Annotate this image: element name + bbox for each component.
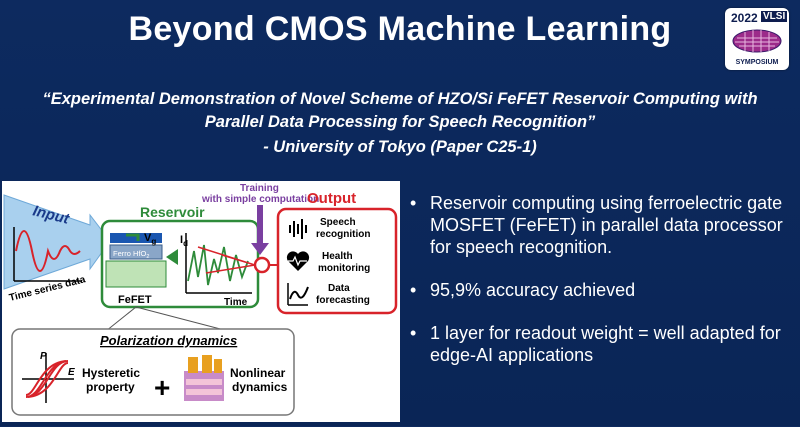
sound-wave-icon	[289, 219, 307, 239]
output-3-line-2: forecasting	[316, 295, 370, 306]
output-2-line-2: monitoring	[318, 263, 370, 274]
bullet-marker: •	[410, 193, 417, 213]
paper-title: “Experimental Demonstration of Novel Sch…	[0, 88, 800, 134]
hysteretic-line-1: Hysteretic	[82, 366, 140, 380]
vg-arrow	[126, 233, 140, 241]
training-arrow-shaft	[257, 205, 263, 243]
training-label: Training	[240, 183, 279, 194]
plus-sign: +	[154, 372, 170, 403]
trend-graph-icon	[287, 283, 309, 306]
gate-electrode	[110, 233, 162, 243]
bullet-text: Reservoir computing using ferroelectric …	[430, 193, 783, 257]
polarization-title: Polarization dynamics	[100, 333, 237, 348]
bullet-item: • 95,9% accuracy achieved	[408, 279, 793, 301]
nonlinear-line-2: dynamics	[232, 380, 288, 394]
time-label: Time	[224, 297, 248, 308]
id-label: Id	[180, 234, 188, 248]
fefet-label: FeFET	[118, 294, 152, 306]
hysteretic-line-2: property	[86, 380, 135, 394]
reservoir-inner-arrow	[166, 249, 178, 265]
affiliation: - University of Tokyo (Paper C25-1)	[263, 138, 537, 156]
output-3-line-1: Data	[328, 283, 350, 294]
bullet-text: 1 layer for readout weight = well adapte…	[430, 323, 781, 365]
vg-label: Vg	[144, 232, 156, 246]
callout-lines	[105, 306, 229, 332]
bullet-text: 95,9% accuracy achieved	[430, 280, 636, 300]
e-label: E	[68, 367, 75, 378]
nonlinear-line-1: Nonlinear	[230, 366, 286, 380]
reservoir-label: Reservoir	[140, 204, 205, 220]
readout-weights	[197, 246, 256, 274]
output-2-line-1: Health	[322, 251, 353, 262]
paper-title-line-1: “Experimental Demonstration of Novel Sch…	[42, 90, 758, 108]
logo-brand: VLSI	[761, 11, 788, 22]
bullet-item: • Reservoir computing using ferroelectri…	[408, 192, 793, 258]
logo-caption: SYMPOSIUM	[735, 59, 779, 66]
ferro-label: Ferro HfO2	[113, 249, 149, 260]
bullet-marker: •	[410, 280, 417, 300]
paper-title-line-2: Parallel Data Processing for Speech Reco…	[204, 113, 596, 131]
bullet-item: • 1 layer for readout weight = well adap…	[408, 322, 793, 366]
output-1-line-2: recognition	[316, 229, 370, 240]
training-sub-label: with simple computation	[201, 194, 319, 205]
slide-title: Beyond CMOS Machine Learning	[128, 10, 672, 48]
bullet-marker: •	[410, 323, 417, 343]
p-label: P	[40, 351, 47, 362]
readout-node	[253, 256, 271, 274]
output-1-line-1: Speech	[320, 217, 356, 228]
reservoir-figure: Input Time series data Reservoir Ferro H…	[2, 181, 400, 422]
crystal-domain-icon	[184, 355, 224, 401]
logo-wafer-icon	[732, 29, 782, 53]
hysteresis-loop-icon	[22, 353, 74, 403]
output-label: Output	[307, 190, 356, 207]
bullet-list: • Reservoir computing using ferroelectri…	[408, 192, 793, 387]
vlsi-logo: 2022 VLSI SYMPOSIUM	[725, 8, 789, 70]
input-wave	[15, 230, 81, 272]
ferro-layer	[109, 244, 163, 260]
logo-year: 2022	[731, 11, 758, 25]
heart-pulse-icon	[286, 251, 310, 271]
substrate	[105, 260, 167, 288]
training-arrow-head	[251, 243, 269, 255]
input-arrow-shape	[3, 194, 111, 290]
reservoir-diagram: Input Time series data Reservoir Ferro H…	[3, 183, 398, 416]
